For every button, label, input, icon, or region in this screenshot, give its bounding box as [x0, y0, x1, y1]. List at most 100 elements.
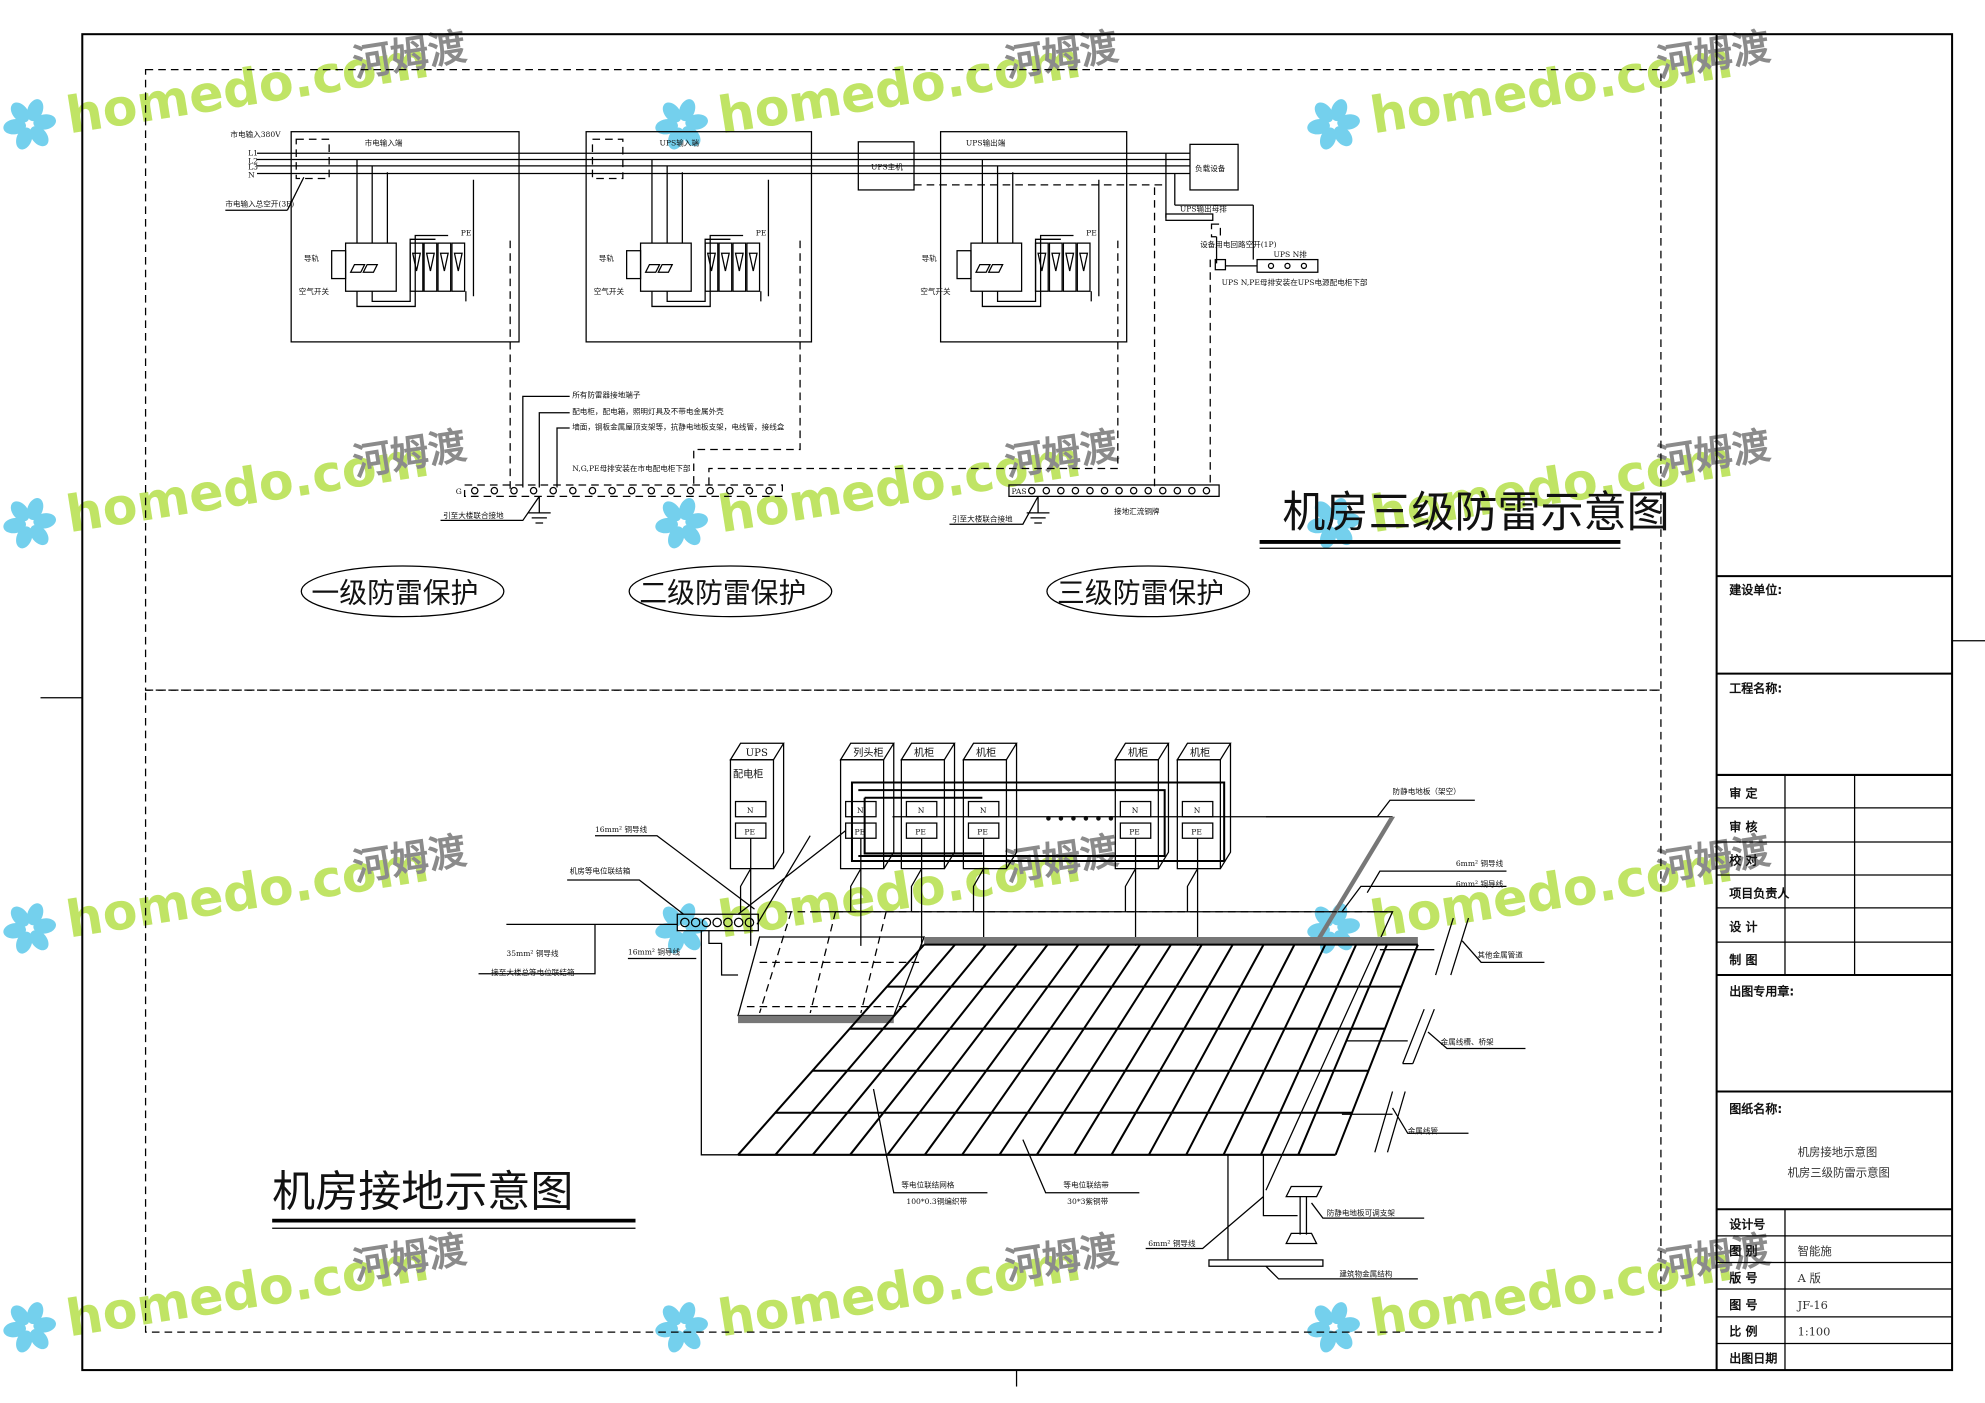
wiring	[981, 234, 1074, 308]
terminal-hole	[1042, 486, 1051, 495]
grid-line	[737, 943, 925, 1156]
flower-logo-petal	[662, 102, 682, 123]
other-metal-pipe	[1434, 917, 1470, 976]
level-2-label: 二级防雷保护	[639, 577, 806, 610]
flower-logo-petal	[678, 1302, 696, 1325]
surge-protector-module	[718, 242, 733, 292]
rail	[331, 250, 347, 280]
ground-lead-label: 引至大楼联合接地	[952, 514, 1013, 524]
ups-host-label: UPS主机	[871, 162, 903, 172]
terminal-hole	[1027, 486, 1036, 495]
building-steel-label: 建筑物金属结构	[1339, 1268, 1392, 1278]
distribution-panel-box	[585, 131, 813, 343]
terminal-hole	[745, 486, 754, 495]
grid-line	[1259, 944, 1358, 1156]
surge-protector-module	[1034, 242, 1049, 292]
flower-logo-petal	[10, 1305, 30, 1326]
flower-logo-petal	[3, 118, 26, 135]
flower-logo-petal	[1330, 498, 1348, 520]
n-label: N	[857, 806, 864, 815]
level-2-oval	[628, 565, 833, 618]
terminal-hole	[569, 486, 577, 495]
grid-line	[1147, 944, 1265, 1156]
flower-logo-petal	[668, 931, 685, 954]
flower-logo-petal	[33, 114, 56, 130]
ground-wire	[1186, 838, 1199, 946]
ups-output-busbar	[1165, 213, 1214, 221]
cabinet-label: 机柜	[976, 746, 996, 759]
flower-logo-petal	[1307, 517, 1330, 534]
flower-logo-petal	[1314, 1305, 1334, 1326]
cabinet-3	[962, 759, 1008, 870]
device-breaker-symbol	[1210, 223, 1222, 238]
flower-logo-petal	[33, 1317, 56, 1333]
flower-logo-petal	[655, 1321, 678, 1338]
terminal-hole	[744, 917, 755, 928]
terminal-hole	[667, 486, 675, 495]
terminal-hole	[529, 486, 538, 495]
upper-diagram-title: 机房三级防雷示意图	[1282, 488, 1669, 538]
terminal-hole	[1188, 486, 1196, 495]
flower-logo-petal	[1319, 1330, 1337, 1353]
terminal-hole	[627, 486, 636, 495]
flower-logo-petal	[681, 524, 701, 546]
ground-wire	[1124, 838, 1137, 946]
info-row-label: 版 号	[1729, 1270, 1757, 1285]
air-breaker	[970, 242, 1023, 292]
drawing-name: 机房三级防雷示意图	[1788, 1165, 1890, 1179]
surge-protector-icon	[1037, 252, 1047, 272]
terminal-hole	[1129, 486, 1138, 495]
terminal-hole	[723, 917, 733, 928]
flower-logo-petal	[3, 517, 26, 534]
flower-logo-petal	[10, 906, 30, 927]
info-row-value: 1:100	[1798, 1325, 1831, 1339]
terminal-hole	[647, 486, 656, 495]
ups-input-breaker-symbol	[591, 138, 624, 180]
grid-line	[1035, 944, 1172, 1156]
signature-row-label: 制 图	[1729, 952, 1757, 967]
flower-logo-petal	[1337, 918, 1360, 934]
drawing-name-label: 图纸名称:	[1729, 1101, 1782, 1116]
phase-label: L2	[248, 156, 258, 165]
watermark-cn: 河姆渡	[1002, 1227, 1121, 1288]
cabinet-outline	[839, 742, 895, 869]
grid-line	[1110, 944, 1234, 1156]
terminal-hole	[608, 486, 616, 495]
ups-bus-note: UPS N,PE母排安装在UPS电源配电柜下部	[1222, 277, 1368, 287]
ups-output-bus-label: UPS输出母排	[1180, 203, 1227, 213]
grid-line	[1222, 944, 1327, 1156]
breaker-symbol	[644, 264, 674, 273]
n-label: N	[980, 806, 987, 815]
strip-spec: 30*3紫铜带	[1067, 1196, 1108, 1206]
panel-label: UPS输出端	[966, 138, 1006, 148]
power-bus-lines	[256, 152, 1190, 175]
flower-logo-petal	[685, 513, 708, 529]
terminal-hole	[1071, 486, 1080, 495]
info-row-label: 比 例	[1729, 1324, 1757, 1339]
n-label: N	[747, 806, 754, 815]
surge-protector-icon	[425, 252, 436, 272]
wire-label: 16mm² 铜导线	[628, 947, 681, 957]
surge-protector-icon	[411, 252, 422, 272]
terminal-hole	[1100, 486, 1109, 495]
terminal-hole	[690, 917, 701, 928]
pe-label: PE	[461, 229, 472, 238]
grid-line	[1334, 944, 1419, 1156]
terminal-hole	[765, 486, 773, 495]
flower-logo-petal	[10, 501, 30, 522]
info-row-value: JF-16	[1797, 1298, 1828, 1312]
cable-tray	[1402, 1008, 1435, 1065]
grid-line	[811, 943, 987, 1156]
cabinet-label: 机柜	[1128, 746, 1148, 759]
note-text: 所有防雷器接地端子	[572, 390, 641, 400]
ups-host-box	[857, 141, 915, 191]
pe-label: PE	[915, 827, 926, 836]
bonding-box-label: 机房等电位联结箱	[570, 866, 631, 876]
phase-label: L1	[248, 149, 258, 158]
